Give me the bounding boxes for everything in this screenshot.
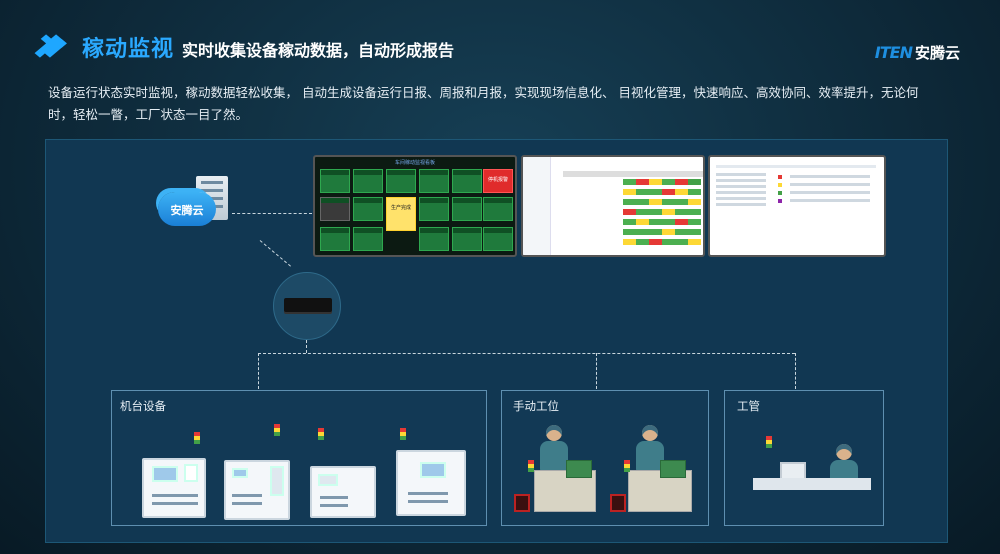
connector-bus — [258, 353, 795, 354]
machine-tile — [320, 227, 350, 251]
machine-tile — [419, 169, 449, 193]
desk — [753, 478, 871, 490]
machine-tile — [419, 197, 449, 221]
connector-router-down — [306, 340, 307, 353]
machine-tile — [452, 227, 482, 251]
machine-tile — [483, 227, 513, 251]
chevron-right-icon — [29, 33, 68, 61]
brand-logo: ITEN — [874, 43, 913, 62]
brand: ITEN 安腾云 — [875, 42, 960, 63]
workstations-label: 手动工位 — [513, 399, 559, 413]
machine-tile-alarm: 停机报警 — [483, 169, 513, 193]
machine-icon — [224, 460, 290, 520]
signal-tower-light-icon — [624, 460, 630, 480]
machine-tile — [452, 197, 482, 221]
machine-tile — [353, 169, 383, 193]
connector-cloud-monitors — [232, 213, 312, 214]
worker-icon — [632, 425, 668, 493]
machine-tile — [419, 227, 449, 251]
machine-icon — [396, 450, 466, 516]
crate — [660, 460, 686, 478]
brand-name: 安腾云 — [914, 44, 960, 62]
page-header: 稼动监视 实时收集设备稼动数据，自动形成报告 — [29, 30, 455, 64]
machine-tile — [353, 227, 383, 251]
cloud-label: 安腾云 — [170, 204, 204, 217]
machine-tile — [320, 169, 350, 193]
machine-tile — [483, 197, 513, 221]
signal-tower-light-icon — [274, 424, 280, 454]
machine-icon — [142, 458, 206, 518]
connector-workstations — [596, 353, 597, 389]
signal-tower-light-icon — [194, 432, 200, 452]
dashboard-title: 车间稼动监视看板 — [394, 160, 435, 166]
machine-tile-done: 生产完成 — [386, 197, 416, 231]
table-monitor — [708, 155, 886, 257]
workers-label: 工管 — [737, 399, 760, 413]
connector-workers — [795, 353, 796, 389]
dashboard-monitor: 车间稼动监视看板 停机报警 生产完成 — [313, 155, 517, 257]
workers-group — [724, 390, 884, 526]
machine-tile — [452, 169, 482, 193]
signal-tower-light-icon — [318, 428, 324, 458]
worker-icon — [536, 425, 572, 493]
machine-tile — [386, 169, 416, 193]
machine-tile — [353, 197, 383, 221]
signal-tower-light-icon — [400, 428, 406, 448]
connector-machines — [258, 353, 259, 389]
machine-tile-idle — [320, 197, 350, 221]
report-sidebar — [523, 157, 551, 255]
red-bin — [610, 494, 626, 512]
crate — [566, 460, 592, 478]
page-title: 稼动监视 — [82, 37, 175, 62]
report-monitor — [521, 155, 705, 257]
machines-label: 机台设备 — [120, 399, 166, 413]
page-subtitle: 实时收集设备稼动数据，自动形成报告 — [182, 41, 455, 60]
cloud-icon — [158, 192, 216, 226]
description-text: 设备运行状态实时监视，稼动数据轻松收集， 自动生成设备运行日报、周报和月报，实现… — [48, 85, 919, 122]
signal-tower-light-icon — [528, 460, 534, 480]
router-icon — [284, 298, 332, 312]
signal-tower-light-icon — [766, 436, 772, 466]
machine-icon — [310, 466, 376, 518]
red-bin — [514, 494, 530, 512]
